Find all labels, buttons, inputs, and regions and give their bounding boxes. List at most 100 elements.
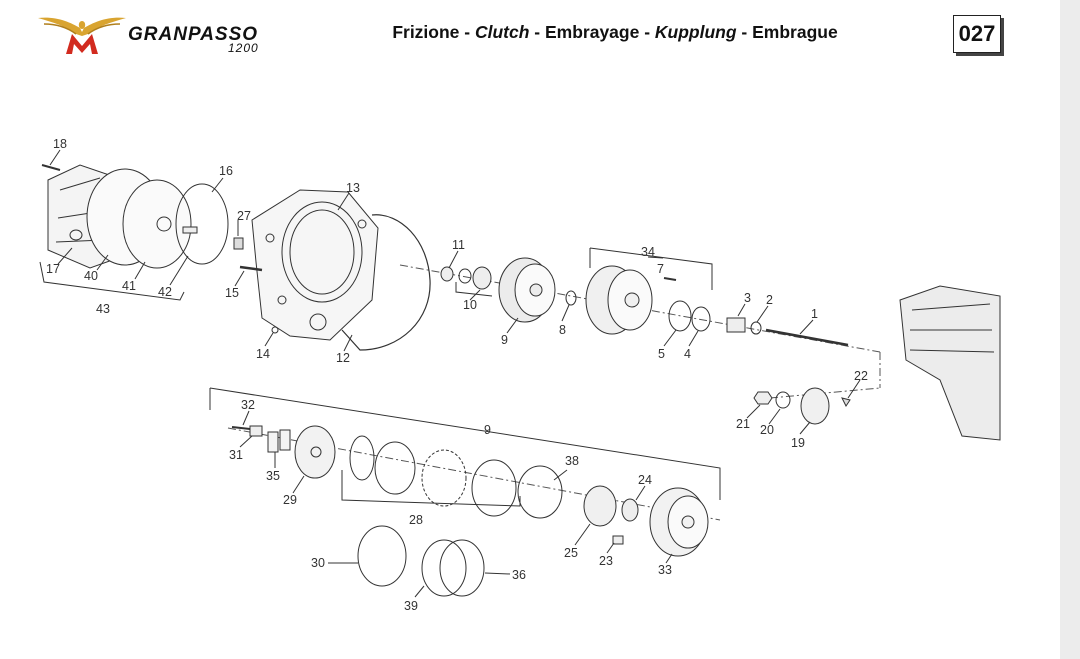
- moto-guzzi-eagle-logo: [38, 17, 126, 54]
- callout-label: 9: [501, 333, 508, 347]
- leader-line: [264, 332, 274, 347]
- callout-label: 34: [641, 245, 655, 259]
- callout-label: 3: [744, 291, 751, 305]
- callout-label: 14: [256, 347, 270, 361]
- group-bracket: [39, 261, 185, 301]
- screw: [231, 426, 251, 430]
- callout-label: 1: [811, 307, 818, 321]
- friction-disc: [357, 525, 407, 587]
- spacer: [249, 425, 263, 437]
- callout-label: 31: [229, 448, 243, 462]
- leader-line: [847, 379, 861, 399]
- stud: [239, 265, 263, 272]
- clutch-pack: [498, 257, 556, 323]
- friction-disc: [421, 539, 467, 597]
- group-bracket: [341, 470, 521, 507]
- brand-model: 1200: [228, 41, 259, 55]
- washer: [775, 391, 791, 409]
- title-separator: -: [736, 22, 753, 42]
- pressure-plate: [294, 425, 336, 479]
- pin: [663, 277, 677, 281]
- leader-line: [635, 485, 646, 501]
- callout-label: 33: [658, 563, 672, 577]
- callout-label: 11: [452, 238, 465, 252]
- callout-label: 28: [409, 513, 423, 527]
- cover-disc: [86, 168, 192, 269]
- callout-label: 10: [463, 298, 477, 312]
- leader-line: [574, 523, 591, 546]
- callout-label: 15: [225, 286, 239, 300]
- brand-name: GRANPASSO: [128, 24, 259, 45]
- pin: [612, 535, 624, 545]
- friction-disc: [471, 459, 517, 517]
- bolt: [182, 226, 198, 234]
- title-separator: -: [459, 22, 475, 42]
- group-bracket: [455, 282, 493, 297]
- leader-line: [737, 303, 746, 317]
- leader-line: [343, 334, 353, 352]
- washer: [458, 268, 472, 284]
- callout-label: 20: [760, 423, 774, 437]
- gear: [800, 387, 830, 425]
- clutch-basket: [649, 487, 709, 557]
- spring: [267, 431, 279, 453]
- leader-line: [448, 250, 459, 269]
- engine-block: [899, 285, 1001, 441]
- callout-label: 19: [791, 436, 805, 450]
- friction-disc: [349, 435, 375, 481]
- leader-line: [96, 254, 109, 271]
- callout-label: 2: [766, 293, 773, 307]
- leader-line: [469, 289, 481, 301]
- spring: [279, 429, 291, 451]
- pushrod: [765, 328, 849, 347]
- group-bracket: [589, 247, 713, 290]
- callout-label: 17: [46, 262, 60, 276]
- callout-label: 27: [237, 209, 251, 223]
- title-separator: -: [529, 22, 545, 42]
- hub: [583, 485, 617, 527]
- callout-label: 30: [311, 556, 325, 570]
- callout-label: 16: [219, 164, 233, 178]
- callout-label: 5: [658, 347, 665, 361]
- friction-disc: [374, 441, 416, 495]
- bearing: [472, 266, 492, 290]
- leader-line: [606, 542, 615, 554]
- leader-line: [799, 421, 811, 435]
- nut: [440, 266, 454, 282]
- steel-disc: [439, 539, 485, 597]
- callout-label: 22: [854, 369, 868, 383]
- callout-label: 41: [122, 279, 136, 293]
- bolt: [41, 164, 61, 171]
- clutch-housing: [585, 265, 653, 335]
- callout-label: 32: [241, 398, 255, 412]
- callout-label: 8: [559, 323, 566, 337]
- callout-label: 25: [564, 546, 578, 560]
- callout-label: 4: [684, 347, 691, 361]
- title-segment: Embrague: [752, 22, 838, 42]
- page-number: 027: [953, 15, 1001, 53]
- viewer-margin: [1060, 0, 1080, 659]
- screw: [271, 326, 279, 334]
- leader-line: [242, 410, 250, 426]
- leader-line: [49, 149, 61, 166]
- bushing: [726, 317, 746, 333]
- leader-line: [665, 553, 673, 564]
- group-bracket: [209, 387, 721, 500]
- thrust-washer: [668, 300, 692, 332]
- callout-label: 18: [53, 137, 67, 151]
- snap-ring: [565, 290, 577, 306]
- leader-line: [647, 256, 664, 259]
- title-segment: Embrayage: [544, 22, 640, 42]
- leader-line: [337, 192, 350, 211]
- callout-label: 23: [599, 554, 613, 568]
- cover-gasket: [341, 214, 431, 351]
- leader-line: [57, 247, 73, 265]
- gasket-ring: [175, 183, 229, 265]
- callout-label: 9: [484, 423, 491, 437]
- leader-line: [169, 255, 189, 286]
- key: [841, 397, 851, 407]
- snap-ring: [517, 465, 563, 519]
- leader-line: [746, 404, 761, 419]
